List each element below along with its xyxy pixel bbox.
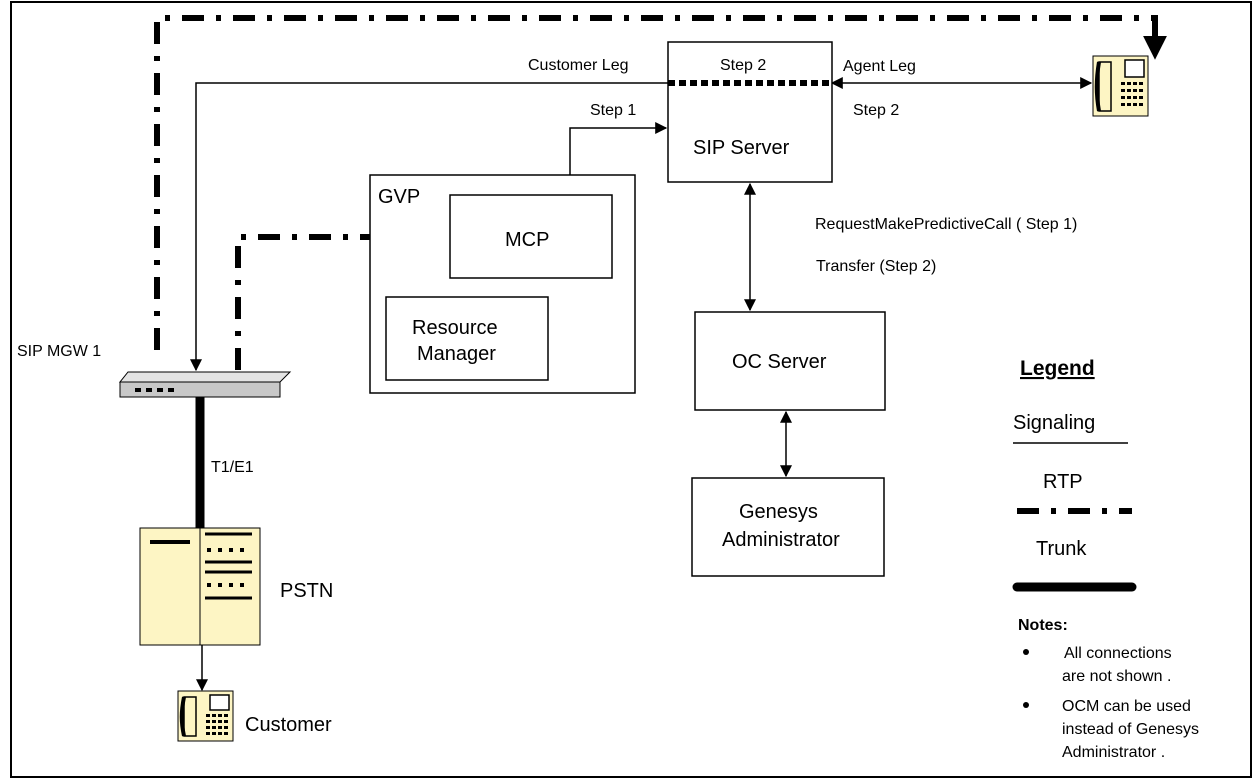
resource-manager-label-1: Resource xyxy=(412,317,498,339)
page-frame xyxy=(10,1,1252,778)
step1-label: Step 1 xyxy=(590,102,636,119)
legend-rtp-label: RTP xyxy=(1043,471,1083,493)
mcp-label: MCP xyxy=(505,229,549,251)
rtp-paths xyxy=(154,15,1167,370)
request-call-label: RequestMakePredictiveCall ( Step 1) xyxy=(815,216,1077,233)
pstn-label: PSTN xyxy=(280,580,333,602)
resource-manager-box xyxy=(385,296,549,381)
customer-leg-line xyxy=(190,82,668,372)
resource-manager-label-2: Manager xyxy=(417,343,496,365)
rtp-path-gateway-to-agent-phone xyxy=(154,15,1167,350)
notes: Notes: All connections are not shown . O… xyxy=(1018,617,1199,761)
customer-label: Customer xyxy=(245,714,332,736)
t1e1-label: T1/E1 xyxy=(211,459,254,476)
gvp-label: GVP xyxy=(378,186,420,208)
mcp-box xyxy=(449,194,613,279)
pstn-switch-icon xyxy=(139,527,261,646)
legend-title: Legend xyxy=(1020,357,1095,380)
legend-signaling-label: Signaling xyxy=(1013,412,1095,434)
oc-server-box xyxy=(694,311,886,411)
step2-right-label: Step 2 xyxy=(853,102,899,119)
sip-server-box xyxy=(667,41,833,183)
note-bullet xyxy=(1023,702,1029,708)
step1-line xyxy=(564,122,668,197)
notes-title: Notes: xyxy=(1018,617,1068,634)
note2-line1: OCM can be used xyxy=(1062,698,1191,715)
genesys-admin-label-2: Administrator xyxy=(722,529,840,551)
note1-line1: All connections xyxy=(1064,645,1172,662)
transfer-label: Transfer (Step 2) xyxy=(816,258,936,275)
telephone-icon xyxy=(177,690,234,742)
genesys-admin-box xyxy=(691,477,885,577)
note2-line3: Administrator . xyxy=(1062,744,1165,761)
signaling-paths xyxy=(190,77,1093,692)
genesys-admin-label-1: Genesys xyxy=(739,501,818,523)
agent-leg-label: Agent Leg xyxy=(843,58,916,75)
sip-server-label: SIP Server xyxy=(693,137,790,159)
telephone-icon xyxy=(1092,55,1149,117)
customer-leg-label: Customer Leg xyxy=(528,57,629,74)
note1-line2: are not shown . xyxy=(1062,668,1171,685)
oc-server-label: OC Server xyxy=(732,351,827,373)
note-bullet xyxy=(1023,649,1029,655)
legend-trunk-label: Trunk xyxy=(1036,538,1087,560)
sip-mgw-label: SIP MGW 1 xyxy=(17,343,101,360)
step2-top-label: Step 2 xyxy=(720,57,766,74)
legend: Legend Signaling RTP Trunk xyxy=(1012,357,1137,592)
media-gateway-icon xyxy=(118,371,292,398)
note2-line2: instead of Genesys xyxy=(1062,721,1199,738)
